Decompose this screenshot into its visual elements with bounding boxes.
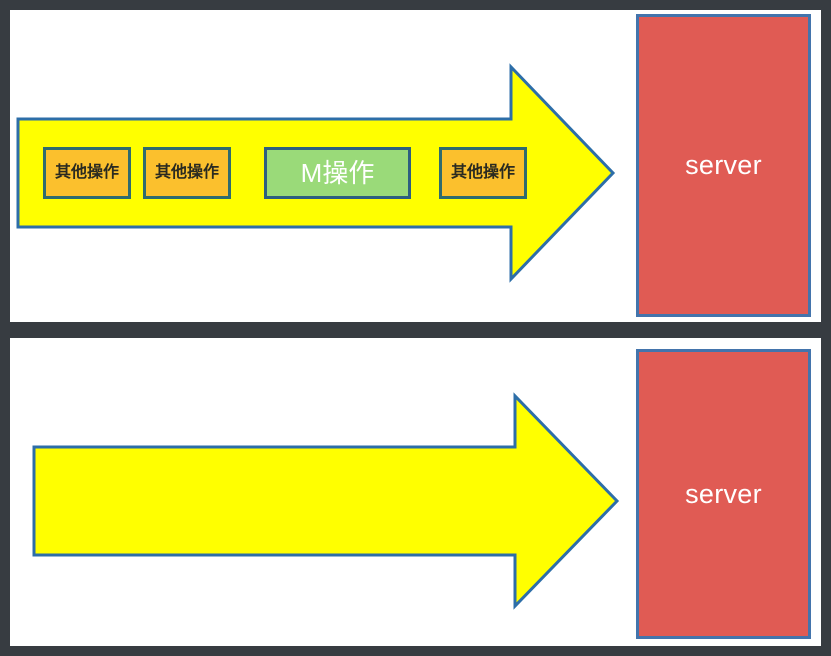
op-box-label: 其他操作 <box>154 164 219 182</box>
server-label: server <box>685 478 762 509</box>
op-box-other[interactable]: 其他操作 <box>439 147 527 199</box>
op-box-label: 其他操作 <box>54 164 119 182</box>
op-box-multi[interactable]: M操作 <box>264 147 411 199</box>
server-box-bottom[interactable]: server <box>636 349 811 639</box>
op-box-label: M操作 <box>300 157 375 188</box>
op-box-label: 其他操作 <box>450 164 515 182</box>
op-box-other[interactable]: 其他操作 <box>43 147 131 199</box>
panel-top: 其他操作 其他操作 M操作 其他操作 server <box>10 10 821 322</box>
server-label: server <box>685 150 762 180</box>
operations-row-top: 其他操作 其他操作 M操作 其他操作 <box>43 147 527 199</box>
panel-bottom: 其他操作 Pipeline 子命令 其他操作 Pipeline 子命令 其他操作… <box>10 338 821 646</box>
op-box-other[interactable]: 其他操作 <box>143 147 231 199</box>
right-arrow-shape <box>32 392 620 610</box>
server-box-top[interactable]: server <box>636 14 811 317</box>
